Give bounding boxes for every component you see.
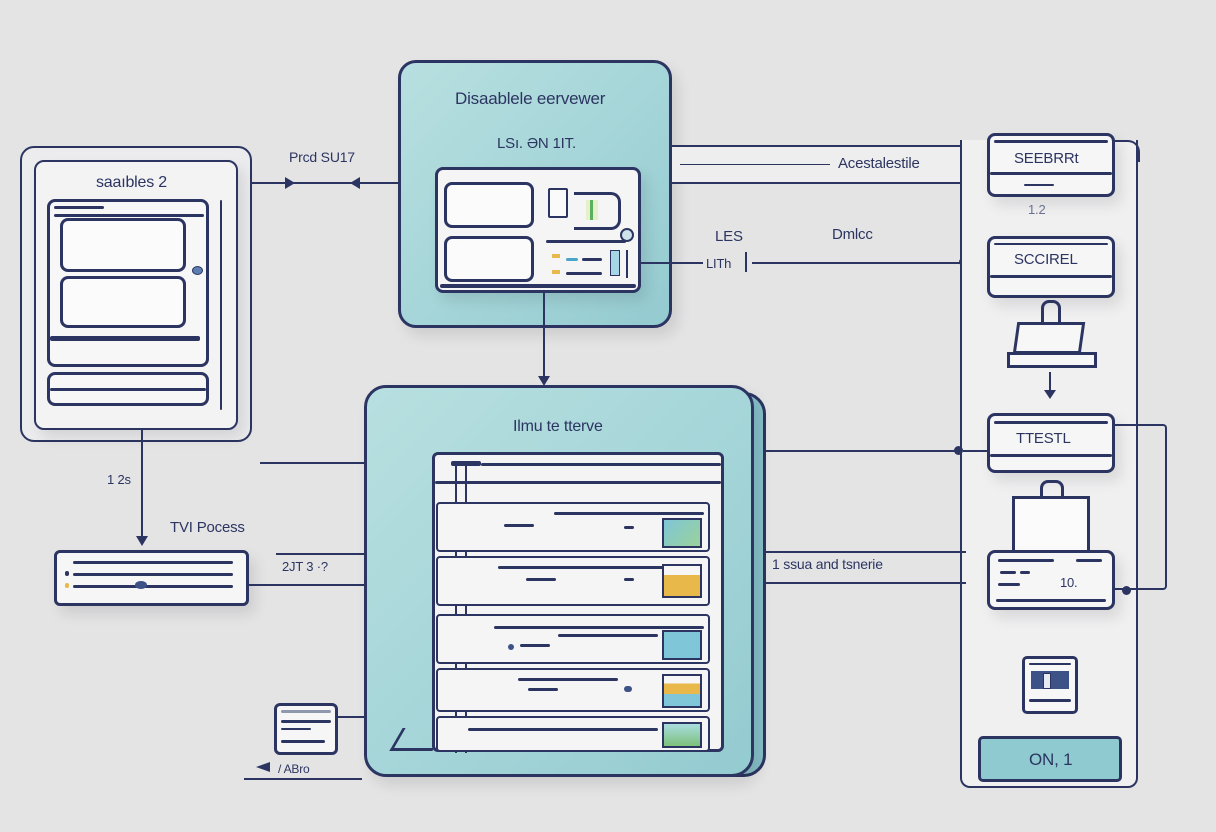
device-icon [1022,656,1078,714]
right-item-sccirel-label: SCCIREL [1014,251,1078,268]
connector-top-right-1 [672,145,962,147]
rack-row-2[interactable] [436,556,710,606]
connector-top-to-center [543,293,545,383]
junction-dot [954,446,963,455]
connector-label-bottom-left: / ABro [278,762,310,776]
left-panel-side-line [220,200,222,410]
connector-label-lith: LITh [706,256,732,271]
arrow-down-icon [538,376,550,386]
rack-status-icon [662,674,702,708]
left-window-pane-1 [60,218,186,272]
connector-center-to-right-1 [766,450,962,452]
arrow-left-icon [256,762,270,772]
left-panel-title: saaıbles 2 [96,174,167,191]
connector-label-left-mid: 2JT 3 ·? [282,559,328,574]
right-item-ttestl[interactable]: TTESTL [987,413,1115,473]
rack-status-icon [662,630,702,660]
connector-top-right-2 [672,182,962,184]
left-panel-drawer [47,372,209,406]
arrow-down-icon [136,536,148,546]
right-item-seebrrt-caption: 1.2 [1028,202,1046,217]
on-button-label: ON, 1 [1029,750,1073,769]
rack-row-1[interactable] [436,502,710,552]
rack-status-icon [662,518,702,548]
connector-label-top-left: Prcd SU17 [289,149,355,165]
connector-label-top-right: Acestalestile [838,155,920,172]
rack-status-icon [662,722,702,748]
connector-label-dmlcc: Dmlcc [832,226,873,243]
junction-dot [1122,586,1131,595]
rack-row-3[interactable] [436,614,710,664]
connector-left-down [141,430,143,540]
connector-screen-to-right [641,262,703,264]
arrow-down-icon [1044,390,1056,399]
connector-laptop-down [1049,372,1051,392]
rack-status-icon [662,564,702,598]
laptop-icon [1005,300,1097,372]
gear-icon [620,228,634,242]
top-screen-pane-1 [444,182,534,228]
left-window-pane-2 [60,276,186,328]
right-item-terminal[interactable]: 10. [987,550,1115,610]
right-item-seebrrt[interactable]: SEEBRRt [987,133,1115,197]
arrow-right-icon [285,177,295,189]
knob-icon [192,266,203,275]
top-server-subtitle: LSı. ƏN 1IT. [497,135,576,152]
arrow-left-icon [350,177,360,189]
center-server-title: Ilmu te tterve [513,418,603,435]
left-process-box[interactable] [54,550,249,606]
connector-label-right-mid: 1 ssua and tsnerie [772,556,883,572]
top-screen-pane-2 [444,236,534,282]
connector-label-les: LES [715,228,743,245]
connector-left-to-center-2 [249,584,364,586]
connector-label-left-process: TVI Pocess [170,519,245,536]
top-server-screen [435,167,641,293]
on-button[interactable]: ON, 1 [978,736,1122,782]
left-panel-window [47,199,209,367]
right-item-terminal-label: 10. [1060,575,1078,590]
rack-row-5[interactable] [436,716,710,752]
top-server-title: Disaablele eervewer [455,89,606,108]
connector-center-to-right-2 [766,582,966,584]
connector-mid-right [752,262,964,264]
right-item-sccirel[interactable]: SCCIREL [987,236,1115,298]
right-item-ttestl-label: TTESTL [1016,430,1071,447]
rack-row-4[interactable] [436,668,710,712]
connector-label-left-step: 1 2s [107,472,131,487]
bottom-left-box[interactable] [274,703,338,755]
connector-left-to-center-1 [260,462,364,464]
printer-icon [1012,480,1092,554]
connector-left-to-top [252,182,400,184]
right-item-seebrrt-label: SEEBRRt [1014,150,1079,167]
